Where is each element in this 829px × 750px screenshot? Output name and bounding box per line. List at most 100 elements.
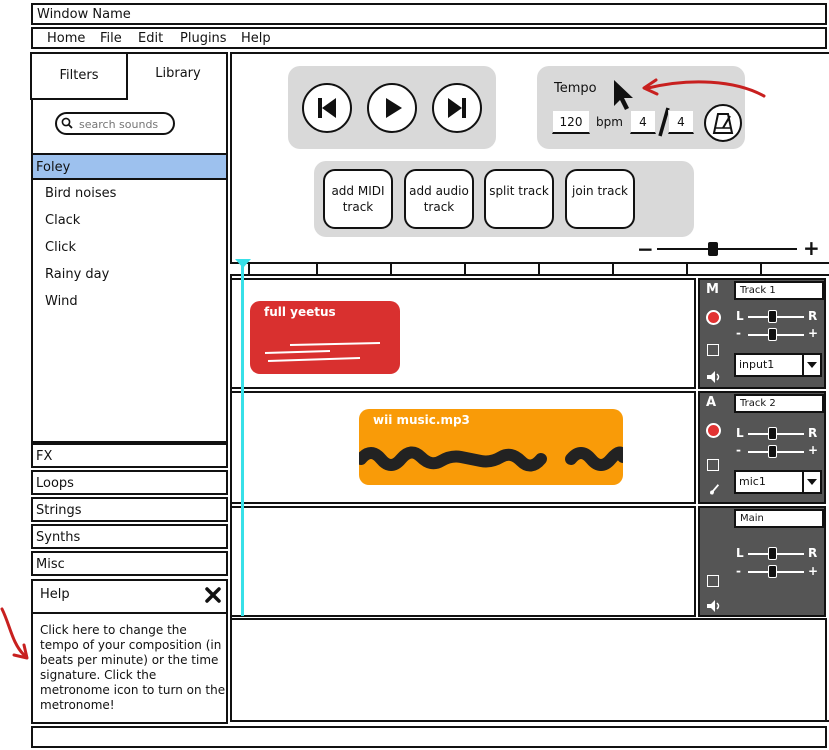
track-name-field[interactable]: Track 1 — [734, 281, 824, 300]
tab-library[interactable]: Library — [155, 66, 201, 81]
track-mode-label: A — [706, 395, 717, 410]
pan-left-label: L — [736, 309, 744, 323]
chevron-down-icon[interactable] — [802, 472, 820, 492]
pan-right-label: R — [808, 426, 818, 440]
skip-back-icon — [318, 98, 336, 118]
menu-home[interactable]: Home — [47, 31, 86, 46]
sound-clack[interactable]: Clack — [45, 213, 81, 228]
search-icon — [61, 117, 73, 129]
pan-right-label: R — [808, 546, 818, 560]
zoom-in-button[interactable]: + — [803, 236, 820, 260]
volume-knob[interactable] — [768, 328, 777, 341]
help-text: Click here to change the tempo of your c… — [40, 623, 226, 712]
split-track-button[interactable]: split track — [484, 169, 554, 229]
add-audio-track-button[interactable]: add audio track — [404, 169, 474, 229]
metronome-icon — [712, 113, 734, 134]
input-select[interactable]: input1 — [734, 353, 822, 377]
audio-clip[interactable]: full yeetus — [250, 301, 400, 374]
solo-checkbox[interactable] — [707, 459, 719, 471]
track-lane-1[interactable]: full yeetus — [230, 278, 696, 389]
chevron-down-icon[interactable] — [802, 355, 820, 375]
volume-minus-label: - — [736, 443, 741, 457]
clip-label: wii music.mp3 — [373, 413, 470, 427]
bpm-input[interactable]: 120 — [552, 110, 590, 134]
metronome-button[interactable] — [704, 104, 742, 142]
help-divider — [33, 612, 226, 614]
volume-plus-label: + — [808, 564, 819, 578]
category-fx[interactable]: FX — [31, 443, 228, 468]
solo-checkbox[interactable] — [707, 344, 719, 356]
window-title: Window Name — [37, 7, 131, 22]
pan-left-label: L — [736, 546, 744, 560]
join-track-button[interactable]: join track — [565, 169, 635, 229]
help-title: Help — [40, 587, 70, 602]
speaker-icon[interactable] — [706, 370, 722, 384]
pan-right-label: R — [808, 309, 818, 323]
tab-filters[interactable]: Filters — [30, 52, 128, 100]
zoom-out-button[interactable]: − — [637, 237, 654, 261]
input-select-value: mic1 — [739, 475, 766, 488]
playhead-handle-icon[interactable] — [235, 259, 251, 269]
input-select-value: input1 — [739, 358, 775, 371]
category-foley[interactable]: Foley — [31, 153, 228, 180]
input-select[interactable]: mic1 — [734, 470, 822, 494]
close-icon[interactable] — [204, 586, 222, 604]
time-sig-bottom[interactable]: 4 — [668, 110, 694, 134]
solo-checkbox[interactable] — [707, 575, 719, 587]
track-controls-1: M Track 1 L R - + input1 — [698, 278, 826, 389]
zoom-slider-handle[interactable] — [708, 242, 718, 256]
slash-icon — [658, 107, 670, 137]
category-loops[interactable]: Loops — [31, 470, 228, 495]
guitar-icon — [710, 484, 720, 495]
speaker-icon[interactable] — [706, 599, 722, 613]
pan-knob[interactable] — [768, 310, 777, 323]
audio-clip[interactable]: wii music.mp3 — [359, 409, 623, 485]
playhead[interactable] — [241, 261, 244, 616]
sound-rainy-day[interactable]: Rainy day — [45, 267, 110, 282]
menu-plugins[interactable]: Plugins — [180, 31, 227, 46]
menu-file[interactable]: File — [100, 31, 122, 46]
menu-help[interactable]: Help — [241, 31, 271, 46]
waveform-icon — [264, 342, 381, 362]
rewind-button[interactable] — [302, 83, 352, 133]
track-lane-main[interactable] — [230, 506, 696, 617]
add-midi-track-button[interactable]: add MIDI track — [323, 169, 393, 229]
track-mode-label: M — [706, 282, 719, 297]
search-box[interactable] — [55, 112, 175, 135]
volume-plus-label: + — [808, 443, 819, 457]
track-name-field[interactable]: Track 2 — [734, 394, 824, 413]
waveform-icon — [359, 446, 623, 472]
volume-plus-label: + — [808, 326, 819, 340]
pan-knob[interactable] — [768, 547, 777, 560]
time-sig-top[interactable]: 4 — [630, 110, 656, 134]
title-bar: Window Name — [31, 3, 827, 25]
sound-click[interactable]: Click — [45, 240, 76, 255]
record-arm-button[interactable] — [706, 423, 721, 438]
track-lane-2[interactable]: wii music.mp3 — [230, 391, 696, 504]
clip-label: full yeetus — [264, 305, 336, 319]
volume-knob[interactable] — [768, 445, 777, 458]
track-name-field[interactable]: Main — [734, 509, 824, 528]
skip-forward-icon — [448, 98, 466, 118]
menu-edit[interactable]: Edit — [138, 31, 164, 46]
sound-wind[interactable]: Wind — [45, 294, 78, 309]
volume-knob[interactable] — [768, 565, 777, 578]
annotation-arrow-icon — [642, 78, 766, 98]
category-strings[interactable]: Strings — [31, 497, 228, 522]
status-bar — [31, 726, 827, 748]
play-icon — [386, 98, 402, 118]
record-arm-button[interactable] — [706, 310, 721, 325]
search-input[interactable] — [77, 116, 172, 132]
tempo-label: Tempo — [554, 81, 597, 96]
cursor-icon — [614, 80, 633, 110]
pan-knob[interactable] — [768, 427, 777, 440]
timeline-ruler[interactable] — [230, 262, 829, 276]
category-synths[interactable]: Synths — [31, 524, 228, 549]
pan-left-label: L — [736, 426, 744, 440]
zoom-slider-track[interactable] — [657, 248, 797, 250]
play-button[interactable] — [367, 83, 417, 133]
bpm-unit: bpm — [596, 115, 623, 129]
category-misc[interactable]: Misc — [31, 551, 228, 576]
skip-forward-button[interactable] — [432, 83, 482, 133]
sound-bird-noises[interactable]: Bird noises — [45, 186, 117, 201]
